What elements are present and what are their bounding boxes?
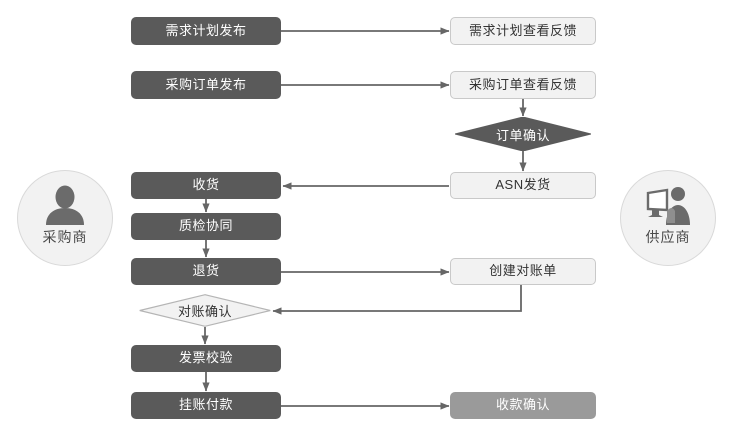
- node-label: 收货: [192, 177, 220, 193]
- node-label: 对账确认: [177, 304, 232, 319]
- node-label: ASN发货: [495, 177, 551, 193]
- node-reconciliation-confirm-decision[interactable]: 对账确认: [139, 294, 271, 327]
- diamond-shape-icon: [139, 294, 271, 327]
- actor-label: 供应商: [645, 229, 691, 245]
- edge-n10-n11: [272, 285, 522, 315]
- node-label: 创建对账单: [489, 263, 557, 279]
- actor-label: 采购商: [42, 229, 88, 245]
- node-label: 采购订单发布: [165, 76, 247, 92]
- actor-supplier[interactable]: 供应商: [620, 170, 716, 266]
- node-asn-shipment[interactable]: ASN发货: [450, 172, 596, 199]
- node-return-goods[interactable]: 退货: [131, 258, 281, 285]
- node-label: 发票校验: [178, 350, 233, 366]
- node-label: 收款确认: [495, 397, 550, 413]
- node-quality-inspection-collab[interactable]: 质检协同: [131, 213, 281, 240]
- actor-buyer[interactable]: 采购商: [17, 170, 113, 266]
- node-label: 挂账付款: [178, 397, 233, 413]
- person-at-computer-icon: [646, 187, 690, 225]
- node-goods-receipt[interactable]: 收货: [131, 172, 281, 199]
- node-label: 需求计划查看反馈: [468, 22, 577, 38]
- node-label: 质检协同: [178, 218, 233, 234]
- node-demand-plan-view-feedback[interactable]: 需求计划查看反馈: [450, 17, 596, 45]
- node-label: 订单确认: [495, 127, 550, 143]
- node-payment-receipt-confirm[interactable]: 收款确认: [450, 392, 596, 419]
- node-accrual-payment[interactable]: 挂账付款: [131, 392, 281, 419]
- node-label: 采购订单查看反馈: [468, 76, 577, 92]
- node-invoice-verification[interactable]: 发票校验: [131, 345, 281, 372]
- node-demand-plan-publish[interactable]: 需求计划发布: [131, 17, 281, 45]
- node-purchase-order-publish[interactable]: 采购订单发布: [131, 71, 281, 99]
- node-label: 需求计划发布: [165, 22, 247, 38]
- diamond-shape-icon: [455, 117, 591, 151]
- node-order-confirm-decision[interactable]: 订单确认: [455, 117, 591, 151]
- node-label: 退货: [192, 263, 220, 279]
- node-create-reconciliation-statement[interactable]: 创建对账单: [450, 258, 596, 285]
- node-purchase-order-view-feedback[interactable]: 采购订单查看反馈: [450, 71, 596, 99]
- person-avatar-icon: [46, 185, 84, 225]
